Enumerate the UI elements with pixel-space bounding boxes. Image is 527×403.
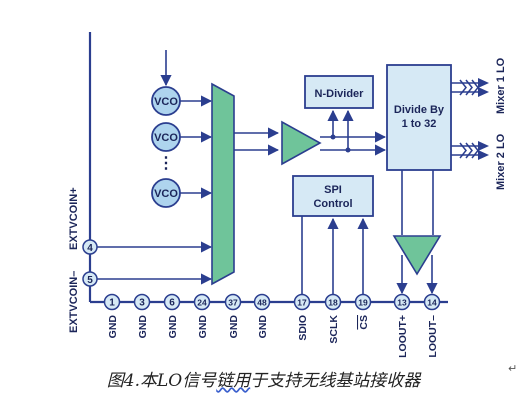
vco-2: VCO bbox=[151, 122, 181, 152]
pin-label-gnd: GND bbox=[197, 315, 209, 339]
paragraph-mark: ↵ bbox=[508, 362, 518, 375]
pin-label-gnd: GND bbox=[228, 315, 240, 339]
caption-suffix: 于支持无线基站接收器 bbox=[250, 371, 421, 391]
svg-text:Divide By: Divide By bbox=[394, 104, 445, 116]
buffer-amplifier bbox=[281, 120, 322, 166]
vco-ellipsis: ⋮ bbox=[158, 155, 174, 172]
svg-text:VCO: VCO bbox=[154, 96, 178, 108]
svg-text:VCO: VCO bbox=[154, 132, 178, 144]
mixer2-outputs bbox=[451, 141, 489, 160]
pin-label-sdio: SDIO bbox=[297, 315, 309, 341]
pin-number: 24 bbox=[197, 298, 207, 308]
label-extvcoin-minus: EXTVCOIN– bbox=[68, 271, 80, 333]
label-mixer1-lo: Mixer 1 LO bbox=[495, 57, 507, 114]
pin-number: 6 bbox=[169, 298, 175, 309]
figure-caption: 图4.本LO信号链用于支持无线基站接收器 bbox=[0, 366, 527, 391]
pin-label-gnd: GND bbox=[107, 315, 119, 339]
svg-text:1 to 32: 1 to 32 bbox=[402, 118, 437, 130]
pin-label-gnd: GND bbox=[257, 315, 269, 339]
pin-number: 17 bbox=[297, 298, 307, 308]
pin-label-gnd: GND bbox=[137, 315, 149, 339]
pin-number: 19 bbox=[358, 298, 368, 308]
pin-number: 3 bbox=[139, 298, 145, 309]
label-extvcoin-plus: EXTVCOIN+ bbox=[68, 187, 80, 250]
svg-text:5: 5 bbox=[87, 275, 93, 286]
pin-4: 4 bbox=[82, 239, 98, 255]
n-divider-block: N-Divider bbox=[304, 75, 374, 109]
caption-highlight: 链用 bbox=[216, 371, 251, 391]
svg-text:4: 4 bbox=[87, 243, 93, 254]
divide-by-block: Divide By 1 to 32 bbox=[386, 64, 452, 171]
svg-text:Control: Control bbox=[313, 198, 352, 210]
vco-1: VCO bbox=[151, 86, 181, 116]
lo-output-buffer bbox=[392, 235, 442, 276]
svg-text:N-Divider: N-Divider bbox=[315, 88, 365, 100]
pin-number: 48 bbox=[257, 298, 267, 308]
pin-number: 37 bbox=[228, 298, 238, 308]
pin-5: 5 bbox=[82, 271, 98, 287]
mixer1-outputs bbox=[451, 78, 489, 97]
junction-dot-1 bbox=[330, 134, 336, 140]
pin-label-sclk: SCLK bbox=[328, 315, 340, 344]
spi-control-block: SPI Control bbox=[292, 175, 374, 217]
junction-dot-2 bbox=[345, 147, 351, 153]
pin-label-cs: CS bbox=[358, 315, 370, 330]
pin-label-loout-: LOOUT+ bbox=[397, 315, 409, 358]
bottom-pin-row: 1GND3GND6GND24GND37GND48GND17SDIO18SCLK1… bbox=[103, 293, 441, 358]
svg-text:VCO: VCO bbox=[154, 188, 178, 200]
pin-number: 1 bbox=[109, 298, 115, 309]
pin-number: 13 bbox=[397, 298, 407, 308]
pin-label-loout-: LOOUT– bbox=[427, 315, 439, 358]
caption-prefix: 图4.本LO信号 bbox=[106, 371, 217, 391]
pin-label-gnd: GND bbox=[167, 315, 179, 339]
pin-number: 18 bbox=[328, 298, 338, 308]
vco-3: VCO bbox=[151, 178, 181, 208]
pin-number: 14 bbox=[427, 298, 437, 308]
label-mixer2-lo: Mixer 2 LO bbox=[495, 133, 507, 190]
svg-text:SPI: SPI bbox=[324, 184, 342, 196]
vco-mux bbox=[211, 82, 235, 286]
